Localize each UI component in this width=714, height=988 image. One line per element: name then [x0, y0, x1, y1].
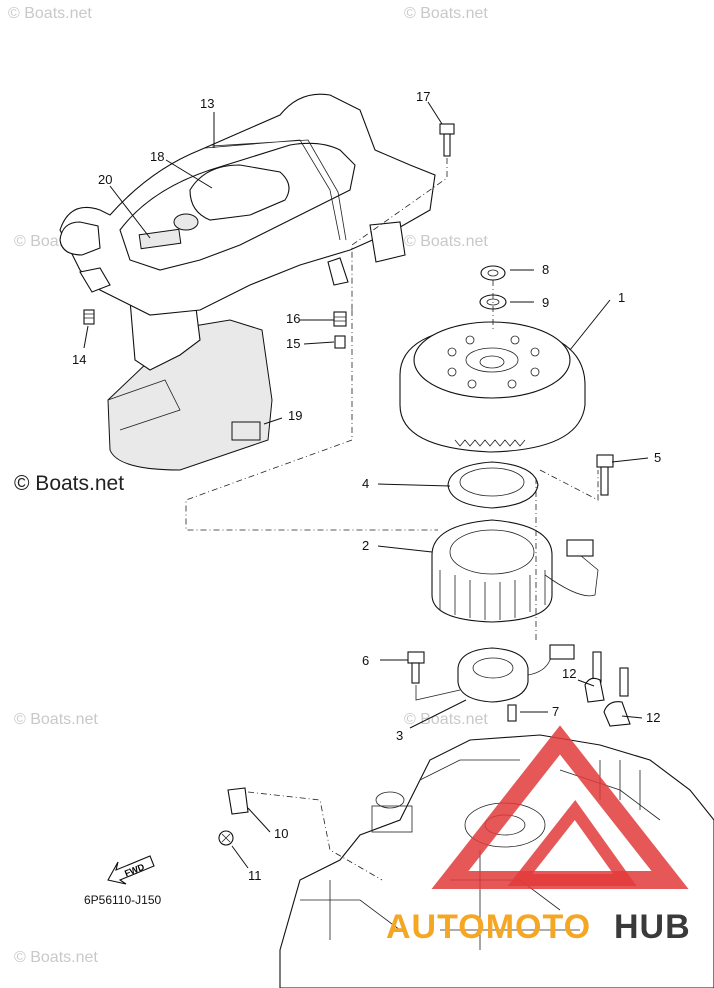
callout-18: 18: [150, 149, 164, 164]
watermark-bottom-left: © Boats.net: [14, 949, 98, 966]
leader-lines: [83, 101, 649, 869]
callout-12-b: 12: [646, 710, 660, 725]
screw-11: [218, 830, 234, 846]
callout-12-a: 12: [562, 666, 576, 681]
pulser-coil-3: [457, 644, 575, 703]
callout-15: 15: [286, 336, 300, 351]
callout-9: 9: [542, 295, 549, 310]
callout-16: 16: [286, 311, 300, 326]
bolt-17: [439, 123, 455, 157]
callout-13: 13: [200, 96, 214, 111]
callout-8: 8: [542, 262, 549, 277]
watermark-lower-right: © Boats.net: [404, 711, 488, 728]
fwd-label: FWD: [123, 861, 146, 878]
grommet-14: [83, 309, 95, 325]
stator-coil-assembly: [431, 519, 599, 623]
callout-11: 11: [248, 868, 262, 883]
callout-3: 3: [396, 728, 403, 743]
flywheel-cover: [59, 93, 436, 471]
callout-20: 20: [98, 172, 112, 187]
callout-7: 7: [552, 704, 559, 719]
diagram-code: 6P56110-J150: [84, 893, 162, 907]
watermark-top-right: © Boats.net: [404, 5, 488, 22]
pulser-plate-4: [447, 461, 539, 509]
callout-4: 4: [362, 476, 369, 491]
callout-14: 14: [72, 352, 86, 367]
callout-10: 10: [274, 826, 288, 841]
flywheel-magneto: [399, 321, 586, 453]
watermark-lower-left: © Boats.net: [14, 711, 98, 728]
bolt-6: [407, 651, 425, 684]
callout-19: 19: [288, 408, 302, 423]
watermark-top-left: © Boats.net: [8, 5, 92, 22]
clamp-12-a: [584, 651, 605, 703]
callout-17: 17: [416, 89, 430, 104]
callout-1: 1: [618, 290, 625, 305]
callout-6: 6: [362, 653, 369, 668]
clamp-10: [227, 787, 249, 815]
alignment-lines: [185, 158, 599, 881]
pin-7: [507, 704, 517, 722]
watermark-mid-right: © Boats.net: [404, 233, 488, 250]
callout-2: 2: [362, 538, 369, 553]
clamp-12-b: [603, 667, 631, 727]
brand-text-auto: AUTOMOTO: [386, 908, 591, 946]
fwd-arrow-icon: FWD: [107, 855, 155, 885]
automotohub-logo: AUTOMOTO HUB: [386, 725, 691, 946]
collar-15: [334, 335, 346, 349]
callout-5: 5: [654, 450, 661, 465]
grommet-16: [333, 311, 347, 327]
bolt-5: [596, 454, 614, 496]
brand-text-hub: HUB: [614, 908, 691, 946]
nut-8: [480, 265, 506, 281]
watermark-large: © Boats.net: [14, 472, 124, 495]
